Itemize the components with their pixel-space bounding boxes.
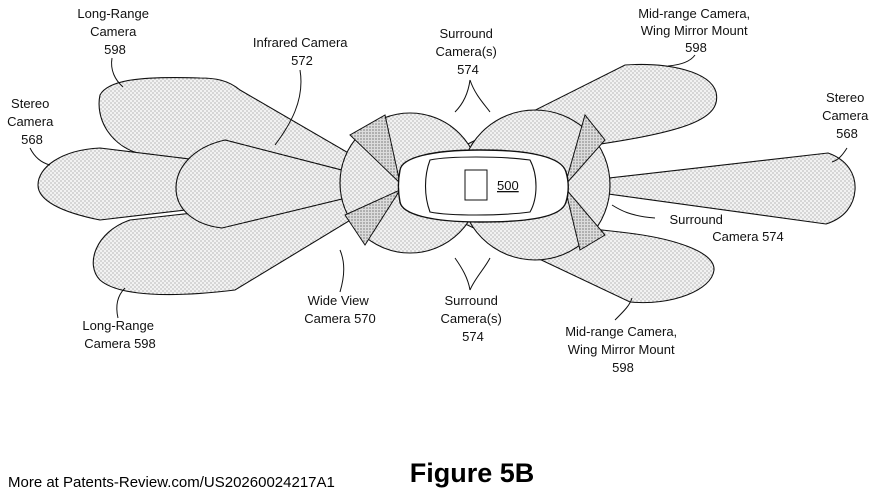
label-mid-range-camera-bottom: Mid-range Camera, Wing Mirror Mount 598 — [565, 324, 681, 375]
leader-long-range-top — [111, 57, 124, 88]
leader-surround-bottom — [454, 257, 491, 291]
label-surround-camera-top: Surround Camera(s) 574 — [435, 26, 500, 77]
vehicle-label: 500 — [497, 178, 519, 193]
leader-stereo-left — [29, 147, 51, 166]
long-range-camera-zone-bottom — [92, 189, 401, 296]
label-mid-range-camera-top: Mid-range Camera, Wing Mirror Mount 598 — [638, 6, 754, 55]
label-surround-camera-bottom: Surround Camera(s) 574 — [440, 293, 505, 344]
leader-long-range-bottom — [116, 287, 126, 319]
surround-camera-wedge-left — [349, 114, 401, 185]
stereo-camera-zone-right — [564, 152, 856, 225]
label-wide-view-camera: Wide View Camera 570 — [304, 293, 376, 326]
vehicle-500: 500 — [397, 149, 569, 223]
labels: Long-Range Camera 598 Infrared Camera 57… — [7, 6, 872, 375]
infrared-camera-zone — [175, 139, 401, 229]
leader-infrared — [274, 69, 302, 146]
label-infrared-camera: Infrared Camera 572 — [253, 35, 351, 68]
leader-surround-right — [611, 204, 656, 219]
leader-mid-range-top — [667, 54, 696, 67]
surround-camera-wedge-bottom — [564, 187, 606, 251]
leader-wide-view — [339, 249, 345, 293]
leader-lines — [29, 54, 848, 321]
surround-camera-wedge-lower-left — [344, 188, 402, 246]
surround-camera-wedge-right — [564, 113, 606, 186]
figure-title: Figure 5B — [410, 458, 535, 488]
leader-mid-range-bottom — [614, 297, 633, 321]
vehicle-roof-panel — [464, 169, 488, 201]
label-stereo-camera-left: Stereo Camera 568 — [7, 96, 57, 147]
label-stereo-camera-right: Stereo Camera 568 — [822, 90, 872, 141]
label-surround-camera-right: Surround Camera 574 — [669, 212, 783, 244]
leader-stereo-right — [831, 147, 848, 163]
label-long-range-camera-bottom: Long-Range Camera 598 — [82, 318, 157, 351]
leader-surround-top — [454, 79, 491, 113]
label-long-range-camera-top: Long-Range Camera 598 — [77, 6, 152, 57]
footer-source-link[interactable]: More at Patents-Review.com/US20260024217… — [8, 474, 335, 491]
